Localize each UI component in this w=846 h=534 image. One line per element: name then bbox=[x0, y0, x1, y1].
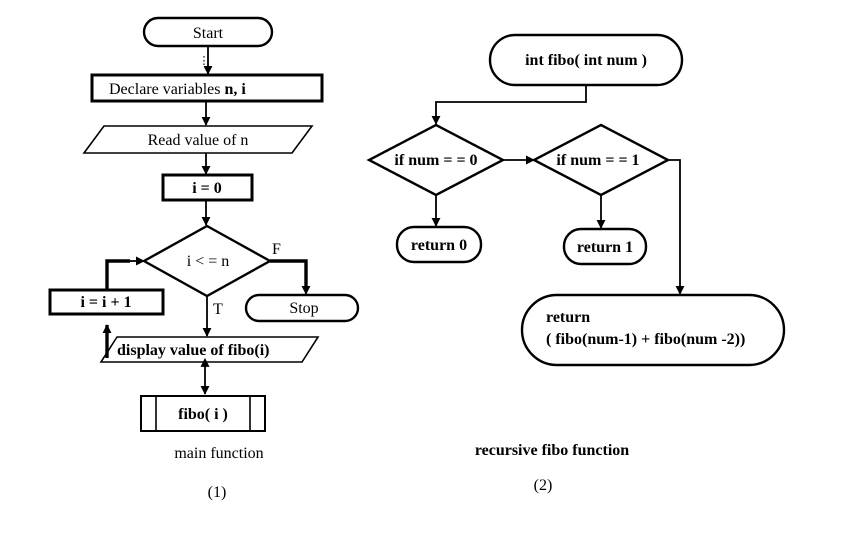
edge-check-one-to-recursive-return bbox=[668, 159, 681, 290]
check-zero-label: if num = = 0 bbox=[394, 152, 477, 169]
stop-terminator: Stop bbox=[244, 293, 360, 323]
edge-signature-to-check-zero bbox=[435, 85, 587, 123]
increment-label: i = i + 1 bbox=[80, 294, 131, 311]
recursive-figure-number: (2) bbox=[534, 477, 553, 494]
display-output-parallelogram: display value of fibo(i) bbox=[99, 336, 320, 363]
declare-label: Declare variables bbox=[109, 81, 224, 98]
main-flowchart: Start ⋮ Declare variables n, i Read valu… bbox=[48, 16, 360, 501]
recursive-caption: recursive fibo function bbox=[475, 442, 629, 459]
return-one-terminator: return 1 bbox=[562, 227, 648, 266]
recursive-return-terminator: return ( fibo(num-1) + fibo(num -2)) bbox=[520, 293, 786, 367]
read-input-parallelogram: Read value of n bbox=[82, 125, 314, 154]
condition-diamond: i < = n bbox=[141, 224, 273, 298]
true-branch-label: T bbox=[213, 301, 223, 318]
init-label: i = 0 bbox=[192, 180, 222, 197]
read-label: Read value of n bbox=[148, 132, 249, 149]
edge-increment-to-condition bbox=[105, 259, 130, 290]
check-one-diamond: if num = = 1 bbox=[531, 123, 671, 197]
start-label: Start bbox=[193, 25, 224, 42]
return-zero-label: return 0 bbox=[411, 237, 467, 254]
return-expression-label: ( fibo(num-1) + fibo(num -2)) bbox=[546, 331, 745, 348]
check-zero-diamond: if num = = 0 bbox=[366, 123, 506, 197]
check-one-label: if num = = 1 bbox=[556, 152, 639, 169]
declare-variables-box: Declare variables n, i bbox=[90, 73, 324, 103]
init-box: i = 0 bbox=[161, 173, 254, 202]
main-caption: main function bbox=[174, 445, 263, 462]
edge-false-to-stop bbox=[270, 259, 308, 286]
declare-vars-label: n, i bbox=[224, 81, 246, 98]
display-label: display value of fibo(i) bbox=[117, 342, 269, 359]
call-label: fibo( i ) bbox=[178, 406, 228, 423]
recursive-flowchart: int fibo( int num ) if num = = 0 if num … bbox=[366, 33, 786, 494]
return-zero-terminator: return 0 bbox=[395, 225, 483, 264]
stop-label: Stop bbox=[289, 300, 318, 317]
increment-box: i = i + 1 bbox=[48, 288, 165, 316]
condition-label: i < = n bbox=[187, 253, 230, 270]
start-terminator: Start bbox=[142, 16, 274, 48]
main-figure-number: (1) bbox=[208, 484, 227, 501]
return-keyword-label: return bbox=[546, 309, 590, 326]
false-branch-label: F bbox=[272, 241, 281, 258]
fibo-call-subroutine: fibo( i ) bbox=[140, 395, 266, 432]
svg-text:⋮: ⋮ bbox=[199, 55, 210, 67]
svg-text:Declare variables n, i: Declare variables n, i bbox=[109, 81, 246, 98]
return-one-label: return 1 bbox=[577, 239, 633, 256]
signature-label: int fibo( int num ) bbox=[525, 52, 647, 69]
signature-terminator: int fibo( int num ) bbox=[488, 33, 684, 87]
